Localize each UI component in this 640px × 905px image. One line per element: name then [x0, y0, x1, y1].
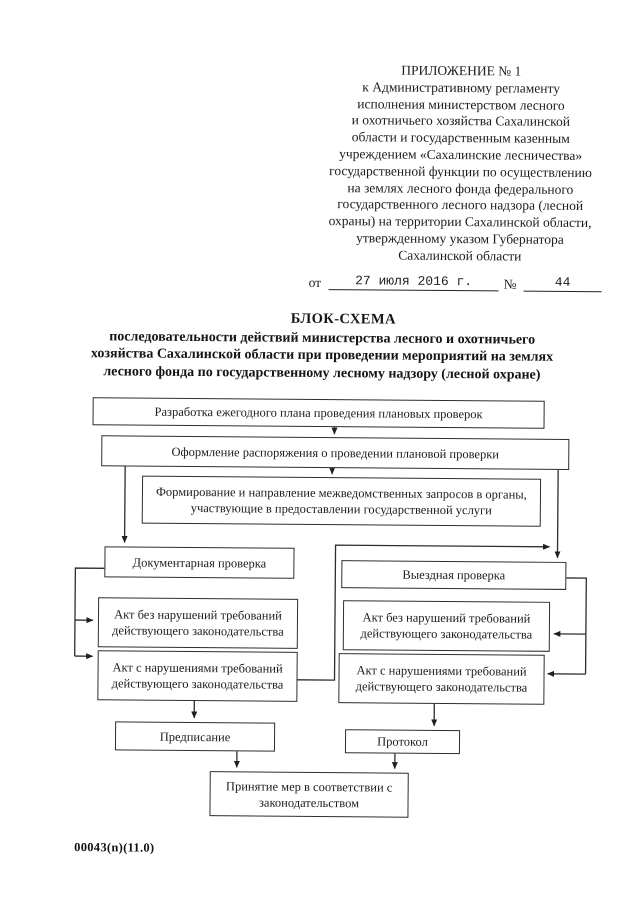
number-sign-label: №	[503, 276, 517, 292]
flow-node-doc-act-violations: Акт с нарушениями требований действующег…	[97, 650, 298, 702]
number-value-underlined: 44	[523, 274, 602, 293]
appendix-header: ПРИЛОЖЕНИЕ № 1 к Административному регла…	[300, 62, 622, 266]
appendix-header-line: охраны) на территории Сахалинской област…	[328, 213, 592, 231]
flow-node-take-measures: Принятие мер в соответствии с законодате…	[209, 771, 409, 818]
document-code: 00043(n)(11.0)	[74, 840, 155, 855]
appendix-header-line: государственной функции по осуществлению	[329, 162, 592, 180]
page-title: БЛОК-СХЕМА	[290, 310, 396, 328]
date-value-underlined: 27 июля 2016 г.	[328, 273, 499, 292]
approval-date-row: от 27 июля 2016 г. № 44	[1, 270, 640, 297]
flow-node-interagency-requests: Формирование и направление межведомствен…	[141, 475, 542, 527]
date-prefix-label: от	[308, 274, 322, 291]
flow-node-protocol: Протокол	[344, 729, 461, 755]
flow-node-documentary-check: Документарная проверка	[104, 546, 295, 579]
flow-node-field-act-no-violations: Акт без нарушений требований действующег…	[342, 600, 551, 652]
flow-node-field-check: Выездная проверка	[341, 560, 567, 590]
flow-node-field-act-violations: Акт с нарушениями требований действующег…	[338, 653, 545, 705]
appendix-header-line: Сахалинской области	[398, 247, 522, 264]
flow-node-doc-act-no-violations: Акт без нарушений требований действующег…	[97, 597, 299, 649]
flow-node-annual-plan: Разработка ежегодного плана проведения п…	[92, 397, 545, 429]
flow-node-prescription: Предписание	[114, 721, 276, 752]
page-subtitle-line: лесного фонда по государственному лесном…	[103, 364, 541, 383]
flow-node-inspection-order: Оформление распоряжения о проведении пла…	[101, 435, 570, 470]
title-block: БЛОК-СХЕМА последовательности действий м…	[20, 309, 625, 385]
